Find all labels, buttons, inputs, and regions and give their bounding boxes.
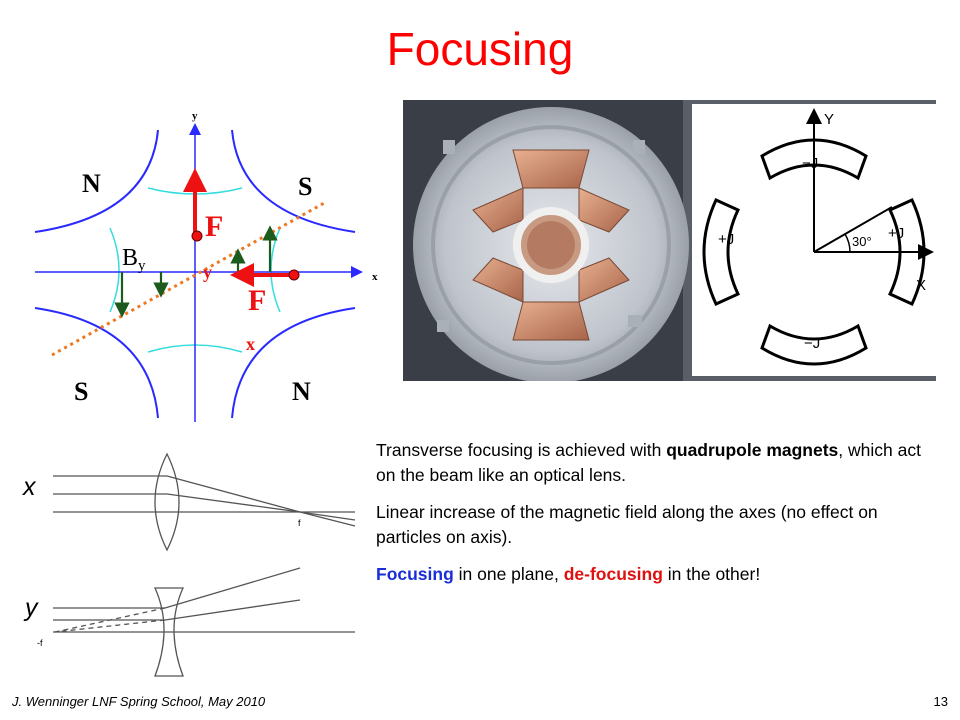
- convex-lens: [154, 452, 180, 552]
- force-x-label: F: [248, 284, 266, 317]
- pole-label-bottom-left: S: [74, 377, 88, 406]
- coil-right: [887, 198, 926, 306]
- pole-top-right: [231, 129, 356, 233]
- pole-top-left: [34, 129, 159, 233]
- axis-x-label: x: [372, 271, 378, 283]
- paragraph-quadrupole: Transverse focusing is achieved with qua…: [376, 440, 921, 485]
- coil-schematic: Y X −J −J +J +J 30°: [692, 104, 936, 376]
- pole-bottom-left: [34, 307, 159, 419]
- force-x-subscript: x: [246, 334, 255, 354]
- schematic-y-label: Y: [824, 111, 834, 128]
- explanation-text: Transverse focusing is achieved with qua…: [376, 438, 942, 599]
- coil-right-label: +J: [888, 225, 904, 242]
- lens-label-x: x: [22, 473, 37, 501]
- coil-bottom-label: −J: [804, 335, 820, 352]
- copper-coils: [472, 149, 630, 341]
- coil-top: [760, 138, 868, 181]
- page-number: 13: [933, 694, 948, 709]
- lens-analogy-diagram: x y f -f: [22, 452, 356, 677]
- schematic-30deg-line: [813, 206, 893, 253]
- pole-label-top-right: S: [298, 172, 312, 201]
- pole-tips: [34, 129, 356, 419]
- force-y-subscript: y: [203, 262, 212, 282]
- pole-label-bottom-right: N: [292, 377, 311, 406]
- axis-y-label: y: [192, 110, 198, 122]
- paragraph-focusing: Focusing in one plane, de-focusing in th…: [376, 564, 761, 584]
- pole-bottom-right: [231, 307, 356, 419]
- angle-label: 30°: [852, 234, 872, 249]
- pole-label-top-left: N: [82, 169, 101, 198]
- schematic-x-label: X: [916, 277, 926, 294]
- concave-lens: [153, 587, 185, 677]
- focus-label: f: [298, 518, 301, 528]
- particle-y: [191, 230, 203, 242]
- footer-credit: J. Wenninger LNF Spring School, May 2010: [12, 694, 266, 709]
- coil-bottom: [760, 323, 868, 366]
- paragraph-linear-field: Linear increase of the magnetic field al…: [376, 502, 878, 547]
- magnet-photo-panel: Y X −J −J +J +J 30°: [403, 100, 936, 381]
- dotted-line: [51, 200, 327, 357]
- particle-x: [288, 269, 300, 281]
- slide-title: Focusing: [386, 23, 574, 75]
- field-label: By: [122, 245, 146, 274]
- coil-left-label: +J: [718, 231, 734, 248]
- lens-label-y: y: [23, 594, 39, 622]
- coil-top-label: −J: [802, 155, 818, 172]
- force-y-label: F: [205, 210, 223, 243]
- defocus-label: -f: [37, 638, 43, 648]
- quadrupole-diagram: y x N S S N By F y F x: [34, 110, 378, 422]
- coil-left: [702, 198, 741, 306]
